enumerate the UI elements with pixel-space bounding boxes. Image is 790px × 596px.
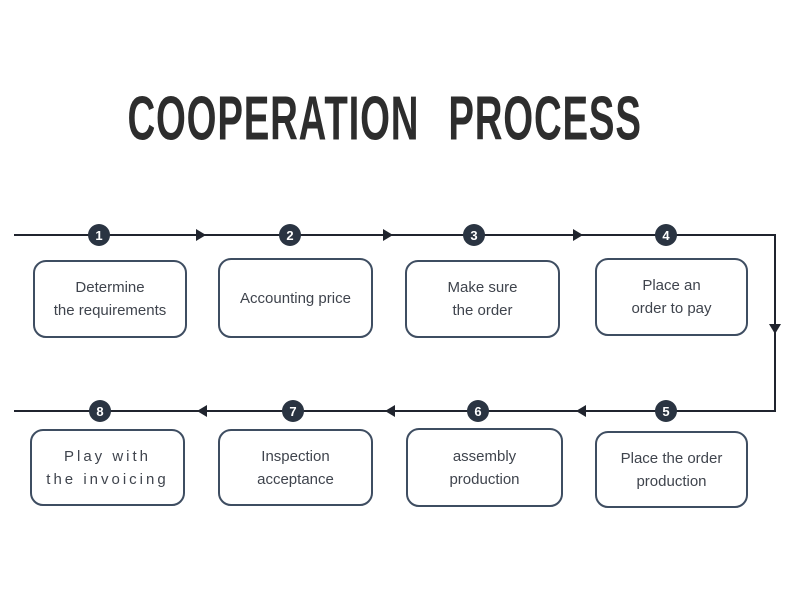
flow-line-right-connector	[774, 234, 776, 412]
step-box-7-line-2: acceptance	[257, 470, 334, 488]
step-box-7-line-1: Inspection	[261, 447, 330, 465]
step-number-badge-4: 4	[655, 224, 677, 246]
step-box-1-line-2: the requirements	[53, 302, 167, 319]
step-box-2-line-1: Accounting price	[240, 289, 351, 307]
arrow-left-icon	[385, 405, 395, 417]
step-number-badge-1: 1	[88, 224, 110, 246]
arrow-right-icon	[383, 229, 393, 241]
flow-line-top	[14, 234, 776, 236]
step-number-badge-3: 3	[463, 224, 485, 246]
step-box-3-line-1: Make sure	[447, 279, 518, 296]
arrow-right-icon	[573, 229, 583, 241]
arrow-right-icon	[196, 229, 206, 241]
step-box-5-line-1: Place the order	[620, 449, 723, 467]
arrow-left-icon	[197, 405, 207, 417]
step-box-6: assembly production	[406, 428, 563, 507]
arrow-left-icon	[576, 405, 586, 417]
step-box-4-line-2: order to pay	[631, 300, 712, 317]
step-number-badge-5: 5	[655, 400, 677, 422]
step-number-badge-6: 6	[467, 400, 489, 422]
step-box-3: Make sure the order	[405, 260, 560, 338]
step-box-5-line-2: production	[636, 472, 707, 490]
step-box-2: Accounting price	[218, 258, 373, 338]
page-title: COOPERATION PROCESS	[127, 85, 642, 154]
step-box-6-line-2: production	[449, 470, 520, 488]
step-box-8-line-1: Play with	[63, 447, 152, 465]
step-box-8-line-2: the invoicing	[46, 470, 169, 488]
step-box-1-line-1: Determine	[75, 279, 145, 296]
step-number-badge-2: 2	[279, 224, 301, 246]
step-box-3-line-2: the order	[452, 302, 513, 319]
step-box-4: Place an order to pay	[595, 258, 748, 336]
step-number-badge-7: 7	[282, 400, 304, 422]
step-box-4-line-1: Place an	[642, 277, 701, 294]
step-box-8: Play with the invoicing	[30, 429, 185, 506]
step-number-badge-8: 8	[89, 400, 111, 422]
step-box-1: Determine the requirements	[33, 260, 187, 338]
step-box-7: Inspection acceptance	[218, 429, 373, 506]
step-box-5: Place the order production	[595, 431, 748, 508]
flow-line-bottom	[14, 410, 776, 412]
arrow-down-icon	[769, 324, 781, 334]
step-box-6-line-1: assembly	[452, 447, 517, 465]
